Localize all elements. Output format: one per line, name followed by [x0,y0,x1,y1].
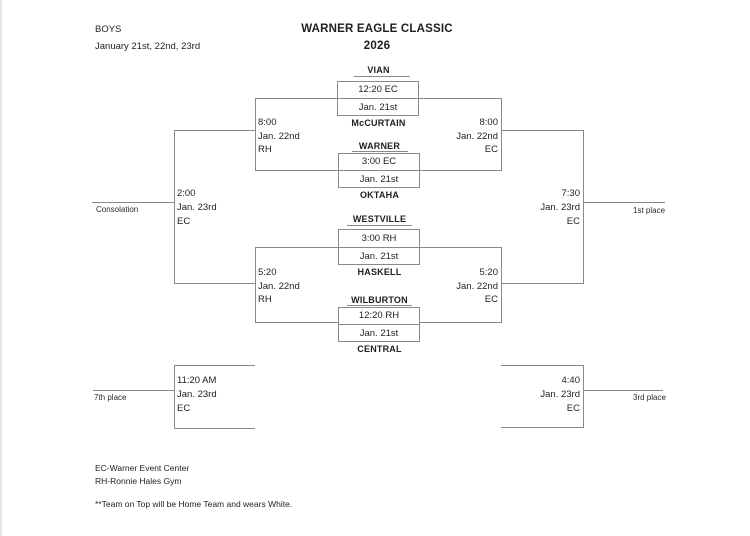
winners-semi-bottom-venue: EC [484,294,498,305]
consolation-final-venue: EC [177,216,191,227]
game2-box: 3:00 EC Jan. 21st [338,153,420,188]
game3-time: 3:00 RH [339,230,419,248]
third-place-vline [583,365,584,428]
seventh-place-date: Jan. 23rd [177,389,217,400]
consolation-top-branch-line [174,130,255,131]
championship-slot: 7:30 Jan. 23rd EC [540,187,580,229]
semifinal-right-top-vline [501,98,502,171]
third-place-bottom-line [501,427,583,428]
legend-ec: EC-Warner Event Center [95,463,190,473]
consolation-semi-bottom-slot: 5:20 Jan. 22nd RH [258,266,300,307]
seventh-place-venue: EC [177,403,191,414]
consolation-semi-bottom-time: 5:20 [258,267,277,278]
tournament-year: 2026 [363,40,391,52]
semifinal-right-bottom-vline [501,247,502,323]
game1-bottom-team: McCURTAIN [351,118,406,128]
game1-date: Jan. 21st [358,102,398,113]
game1-time: 12:20 EC [338,82,418,99]
game4-time: 12:20 RH [339,308,419,325]
game2-bottom-team: OKTAHA [359,190,400,200]
third-place-venue: EC [566,403,580,414]
consolation-bottom-branch-line [174,283,255,284]
third-place-top-line [501,365,583,366]
third-place-slot: 4:40 Jan. 23rd EC [540,374,580,416]
semifinal-left-bottom-vline [255,247,256,323]
seventh-place-time: 11:20 AM [177,375,217,386]
consolation-semi-bottom-date: Jan. 22nd [258,280,300,292]
seventh-place-top-line [174,365,255,366]
third-place-time: 4:40 [561,375,581,386]
winners-semi-top-time: 8:00 [479,117,499,128]
game2-date: Jan. 21st [359,174,399,185]
winners-semi-bottom-slot: 5:20 Jan. 22nd EC [456,266,498,307]
game1-top-team-line [354,76,410,77]
consolation-final-vline [174,130,175,284]
game1-box: 12:20 EC Jan. 21st [337,81,419,116]
consolation-final-line [92,202,174,203]
winners-semi-bottom-date: Jan. 22nd [456,280,498,292]
tournament-dates: January 21st, 22nd, 23rd [95,41,201,52]
game3-top-team: WESTVILLE [352,214,407,224]
game3-top-team-line [347,225,412,226]
seventh-place-label: 7th place [94,393,127,402]
game3-box: 3:00 RH Jan. 21st [338,229,420,265]
winners-semi-top-venue: EC [484,144,498,155]
championship-line [583,202,665,203]
seventh-place-vline [174,365,175,429]
consolation-semi-top-slot: 8:00 Jan. 22nd RH [258,116,300,157]
championship-vline [583,130,584,284]
game3-date: Jan. 21st [359,251,399,262]
consolation-semi-top-venue: RH [258,144,272,155]
game3-left-line [255,247,338,248]
game1-right-line [419,98,501,99]
semifinal-left-top-vline [255,98,256,171]
game4-box: 12:20 RH Jan. 21st [338,307,420,342]
third-place-line [583,390,663,391]
home-team-note: **Team on Top will be Home Team and wear… [95,499,293,509]
tournament-title: WARNER EAGLE CLASSIC [301,23,453,35]
winners-semi-top-slot: 8:00 Jan. 22nd EC [456,116,498,157]
game2-time: 3:00 EC [339,154,419,171]
consolation-final-slot: 2:00 Jan. 23rd EC [177,187,217,229]
game2-top-team-line [352,151,408,152]
legend-rh: RH-Ronnie Hales Gym [95,476,182,486]
game4-left-line [255,322,338,323]
game3-right-line [420,247,501,248]
game4-right-line [420,322,501,323]
game4-top-team-line [347,305,412,306]
division-label: BOYS [95,24,122,35]
consolation-final-time: 2:00 [177,188,196,199]
game4-top-team: WILBURTON [351,295,408,305]
game4-bottom-team: CENTRAL [357,344,402,354]
consolation-label: Consolation [96,205,139,214]
game1-left-line [255,98,337,99]
seventh-place-line [93,390,174,391]
game4-date: Jan. 21st [359,328,399,339]
game2-left-line [255,170,338,171]
seventh-place-slot: 11:20 AM Jan. 23rd EC [177,374,217,416]
championship-venue: EC [566,216,580,227]
third-place-label: 3rd place [633,393,666,402]
consolation-final-date: Jan. 23rd [177,202,217,213]
game2-right-line [420,170,501,171]
game1-top-team: VIAN [367,65,390,75]
championship-date: Jan. 23rd [540,202,580,213]
consolation-semi-top-time: 8:00 [258,117,277,128]
game3-bottom-team: HASKELL [357,267,402,277]
championship-time: 7:30 [561,188,581,199]
winners-semi-top-date: Jan. 22nd [456,130,498,142]
game2-top-team: WARNER [358,141,401,151]
consolation-semi-top-date: Jan. 22nd [258,130,300,142]
page-edge [0,0,2,536]
winners-top-branch-line [501,130,583,131]
winners-semi-bottom-time: 5:20 [479,267,499,278]
third-place-date: Jan. 23rd [540,389,580,400]
winners-bottom-branch-line [501,283,583,284]
seventh-place-bottom-line [174,428,255,429]
consolation-semi-bottom-venue: RH [258,294,272,305]
first-place-label: 1st place [633,206,666,215]
